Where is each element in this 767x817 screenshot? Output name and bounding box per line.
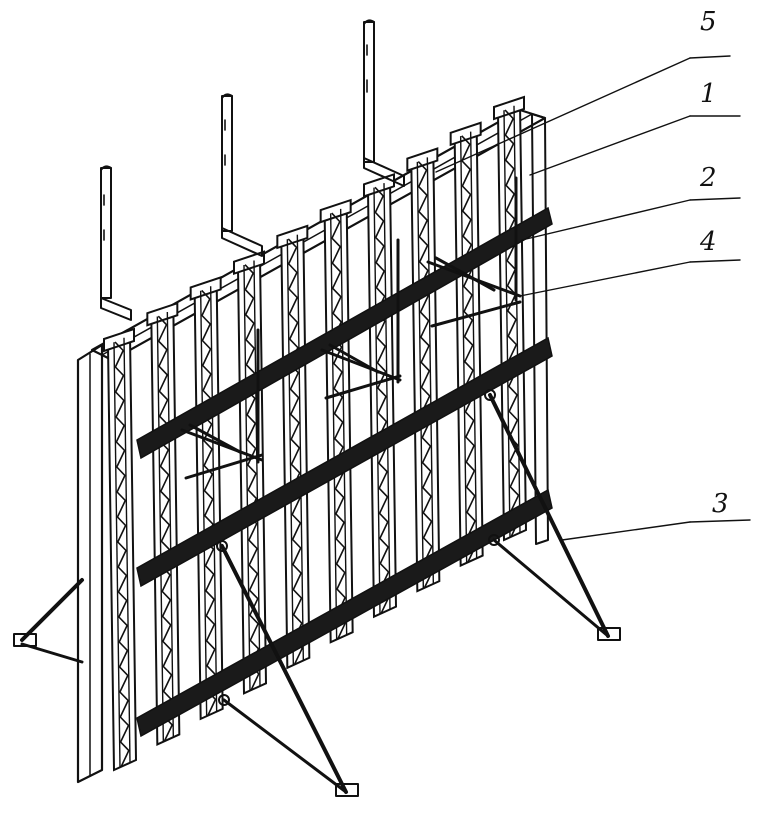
callout-2: 2 [699, 163, 717, 193]
bracket-right [426, 176, 522, 328]
callout-3: 3 [712, 489, 729, 519]
waler-middle [136, 336, 553, 588]
leader-3 [561, 521, 691, 541]
waler-bottom [136, 488, 553, 738]
leader-5 [435, 57, 691, 173]
lifting-posts [100, 19, 405, 321]
stud-1 [103, 327, 138, 772]
stud-3 [189, 276, 224, 721]
strut-front [216, 540, 359, 797]
lifting-post-1 [100, 165, 132, 321]
stud-7 [363, 172, 398, 619]
stud-9 [449, 121, 484, 568]
strut-right [484, 389, 621, 641]
leader-1 [529, 115, 691, 176]
lifting-post-2 [221, 93, 263, 257]
lifting-post-3 [363, 19, 405, 187]
stud-2 [146, 301, 181, 746]
callout-5: 5 [700, 7, 717, 37]
callout-labels: 5 1 2 4 3 [699, 7, 729, 519]
callout-4: 4 [699, 227, 717, 257]
stud-10 [493, 95, 528, 542]
leader-lines [435, 55, 751, 541]
stud-6 [319, 198, 354, 644]
leader-2 [521, 199, 691, 241]
bracket-arms [180, 176, 522, 480]
leader-4 [519, 261, 691, 297]
stud-5 [276, 224, 311, 670]
bracket-left [180, 328, 264, 480]
strut-left [13, 578, 84, 664]
callout-1: 1 [700, 79, 717, 109]
stud-8 [406, 147, 441, 593]
support-struts [13, 389, 621, 797]
bracket-middle [320, 238, 402, 400]
